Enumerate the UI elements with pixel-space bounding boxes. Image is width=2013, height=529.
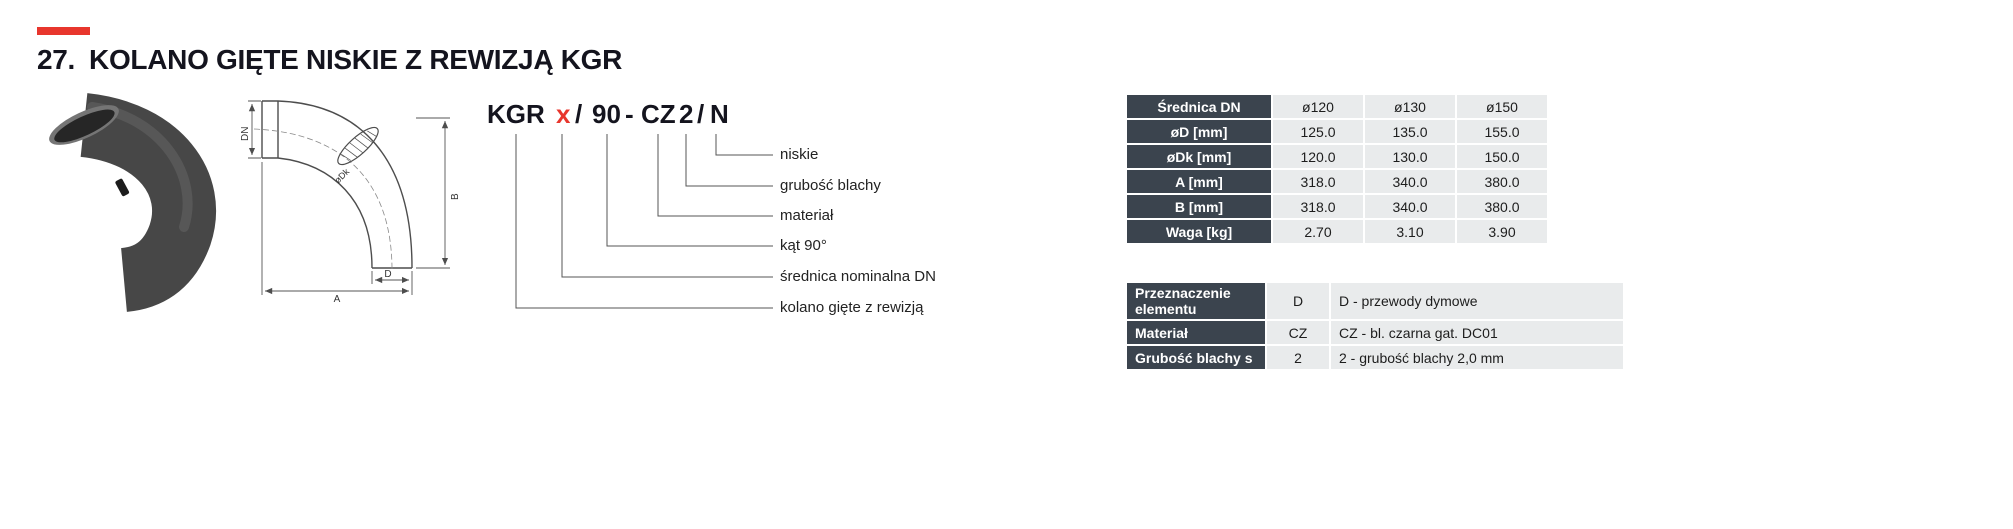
section-number: 27. xyxy=(37,44,76,75)
elbow-inner-edge xyxy=(262,157,373,269)
spec-row-waga: Waga [kg] 2.70 3.10 3.90 xyxy=(1127,220,1547,243)
spec-value: 340.0 xyxy=(1365,195,1455,218)
spec-value: 130.0 xyxy=(1365,145,1455,168)
spec-value: 380.0 xyxy=(1457,170,1547,193)
info-code: D xyxy=(1267,283,1329,319)
spec-value: ø130 xyxy=(1365,95,1455,118)
spec-label: Średnica DN xyxy=(1127,95,1271,118)
dn-label: DN xyxy=(240,127,251,141)
spec-row-b: B [mm] 318.0 340.0 380.0 xyxy=(1127,195,1547,218)
spec-value: 340.0 xyxy=(1365,170,1455,193)
b-label: B xyxy=(450,193,461,200)
technical-drawing: øDk DN B D A xyxy=(240,100,461,303)
spec-row-srednica: Średnica DN ø120 ø130 ø150 xyxy=(1127,95,1547,118)
code-part-slash1: / xyxy=(575,99,583,129)
spec-value: 3.90 xyxy=(1457,220,1547,243)
spec-value: ø120 xyxy=(1273,95,1363,118)
code-part-n: N xyxy=(710,99,729,129)
code-part-dash: - xyxy=(625,99,634,129)
info-description: 2 - grubość blachy 2,0 mm xyxy=(1331,346,1623,369)
code-label-kat: kąt 90° xyxy=(780,237,827,254)
code-part-cz: CZ xyxy=(641,99,676,129)
code-part-90: 90 xyxy=(592,99,621,129)
spec-label: B [mm] xyxy=(1127,195,1271,218)
info-label: Materiał xyxy=(1127,321,1265,344)
code-label-srednica: średnica nominalna DN xyxy=(780,268,936,285)
info-row-przeznaczenie: Przeznaczenie elementu D D - przewody dy… xyxy=(1127,283,1623,319)
info-code: CZ xyxy=(1267,321,1329,344)
spec-value: 135.0 xyxy=(1365,120,1455,143)
connector-cz xyxy=(657,134,773,217)
spec-label: A [mm] xyxy=(1127,170,1271,193)
info-description: D - przewody dymowe xyxy=(1331,283,1623,319)
spec-label: Waga [kg] xyxy=(1127,220,1271,243)
spec-value: 318.0 xyxy=(1273,195,1363,218)
info-table: Przeznaczenie elementu D D - przewody dy… xyxy=(1125,281,1625,371)
code-label-kolano: kolano gięte z rewizją xyxy=(780,299,924,316)
connector-2 xyxy=(685,134,773,187)
dn-extension-lines xyxy=(248,100,261,159)
spec-value: 2.70 xyxy=(1273,220,1363,243)
revision-latch xyxy=(115,178,130,197)
spec-value: 318.0 xyxy=(1273,170,1363,193)
code-connector-lines xyxy=(515,134,773,309)
info-row-material: Materiał CZ CZ - bl. czarna gat. DC01 xyxy=(1127,321,1623,344)
connector-x xyxy=(561,134,773,278)
spec-value: 380.0 xyxy=(1457,195,1547,218)
info-label: Przeznaczenie elementu xyxy=(1127,283,1265,319)
spec-row-odk: øDk [mm] 120.0 130.0 150.0 xyxy=(1127,145,1547,168)
pipe-opening xyxy=(49,105,119,145)
info-description: CZ - bl. czarna gat. DC01 xyxy=(1331,321,1623,344)
revision-opening xyxy=(337,126,379,166)
revision-label: øDk xyxy=(333,166,352,185)
spec-value: 120.0 xyxy=(1273,145,1363,168)
connector-90 xyxy=(606,134,773,247)
spec-value: 150.0 xyxy=(1457,145,1547,168)
a-extension-lines xyxy=(261,162,413,295)
d-label: D xyxy=(384,269,391,280)
info-label: Grubość blachy s xyxy=(1127,346,1265,369)
code-part-x: x xyxy=(556,99,571,129)
a-label: A xyxy=(334,294,341,303)
spec-value: 125.0 xyxy=(1273,120,1363,143)
code-part-kgr: KGR xyxy=(487,99,545,129)
code-label-material: materiał xyxy=(780,207,834,224)
code-label-niskie: niskie xyxy=(780,146,819,163)
page-title: 27. KOLANO GIĘTE NISKIE Z REWIZJĄ KGR xyxy=(37,44,622,76)
d-extension-lines xyxy=(371,271,413,284)
spec-label: øDk [mm] xyxy=(1127,145,1271,168)
connector-n xyxy=(715,134,773,156)
section-title: KOLANO GIĘTE NISKIE Z REWIZJĄ KGR xyxy=(89,44,623,75)
spec-value: ø150 xyxy=(1457,95,1547,118)
spec-value: 155.0 xyxy=(1457,120,1547,143)
info-code: 2 xyxy=(1267,346,1329,369)
accent-bar xyxy=(37,27,90,35)
spec-value: 3.10 xyxy=(1365,220,1455,243)
spec-row-a: A [mm] 318.0 340.0 380.0 xyxy=(1127,170,1547,193)
spec-label: øD [mm] xyxy=(1127,120,1271,143)
spec-table: Średnica DN ø120 ø130 ø150 øD [mm] 125.0… xyxy=(1125,93,1549,245)
code-part-2: 2 xyxy=(679,99,694,129)
b-extension-lines xyxy=(416,117,450,269)
center-line xyxy=(253,128,393,271)
spec-row-od: øD [mm] 125.0 135.0 155.0 xyxy=(1127,120,1547,143)
connector-kgr xyxy=(515,134,773,309)
code-label-grubosc: grubość blachy xyxy=(780,177,881,194)
product-photo xyxy=(49,93,217,312)
code-part-slash2: / xyxy=(697,99,705,129)
elbow-outer-edge xyxy=(262,100,413,269)
info-row-grubosc: Grubość blachy s 2 2 - grubość blachy 2,… xyxy=(1127,346,1623,369)
